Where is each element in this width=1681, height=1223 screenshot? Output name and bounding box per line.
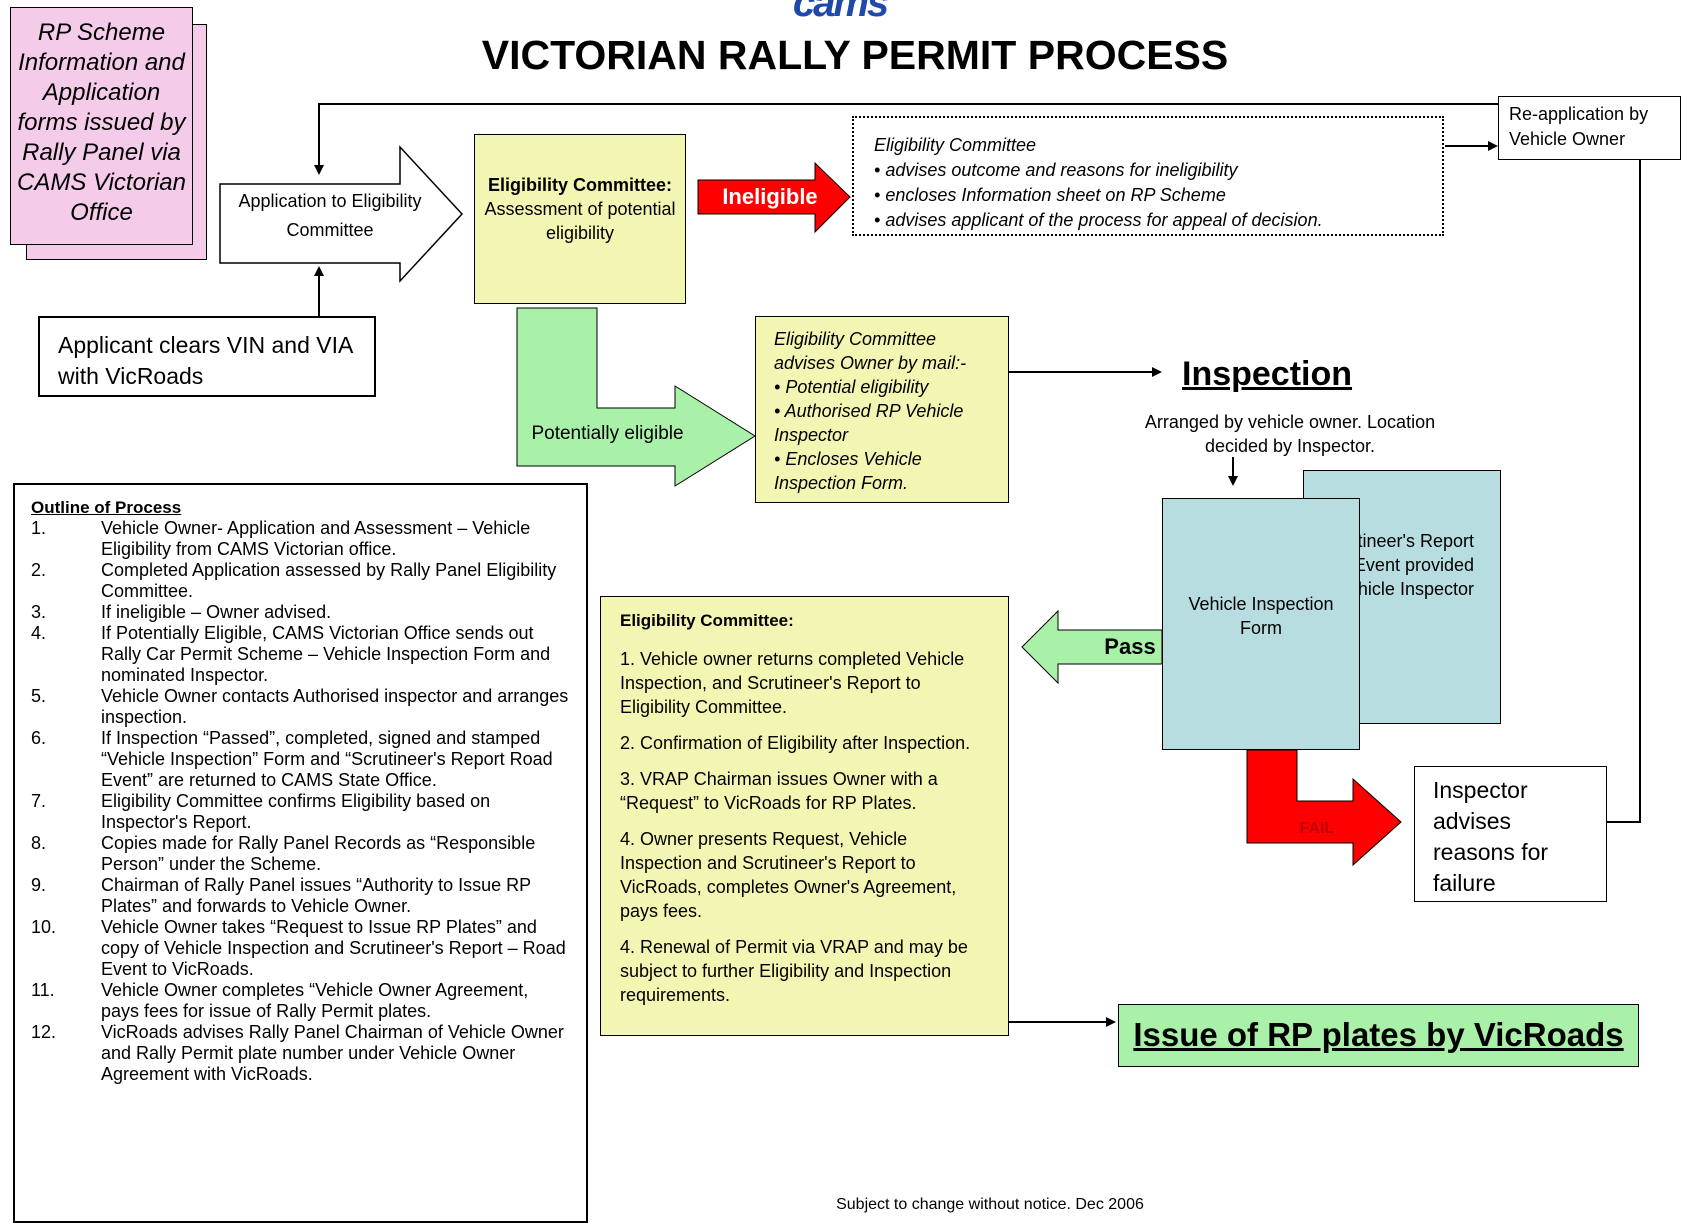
- final-step: 3. VRAP Chairman issues Owner with a “Re…: [620, 769, 938, 813]
- final-step: 1. Vehicle owner returns completed Vehic…: [620, 649, 965, 717]
- owner-mail-bullet: • Encloses Vehicle Inspection Form.: [774, 449, 922, 493]
- outline-step: 4.If Potentially Eligible, CAMS Victoria…: [31, 623, 551, 685]
- ineligible-label: Ineligible: [722, 184, 818, 209]
- reapplication-loop-line: [314, 103, 1498, 175]
- assessment-heading: Eligibility Committee:: [487, 175, 673, 195]
- final-step: 4. Renewal of Permit via VRAP and may be…: [620, 937, 968, 1005]
- ineligible-advice-heading: Eligibility Committee: [874, 135, 1037, 155]
- reapplication-box: Re-application by Vehicle Owner: [1498, 96, 1681, 160]
- final-step: 2. Confirmation of Eligibility after Ins…: [620, 733, 971, 753]
- inspection-title: Inspection: [1182, 355, 1353, 393]
- ineligible-advice-bullet: • advises applicant of the process for a…: [874, 210, 1323, 230]
- application-label: Application to Eligibility Committee: [238, 191, 422, 240]
- ineligible-advice-bullet: • encloses Information sheet on RP Schem…: [874, 185, 1226, 205]
- final-steps-box: Eligibility Committee: 1. Vehicle owner …: [600, 596, 1009, 1036]
- outline-step: 12.VicRoads advises Rally Panel Chairman…: [31, 1022, 564, 1084]
- outline-heading: Outline of Process: [31, 498, 182, 517]
- outline-step: 8.Copies made for Rally Panel Records as…: [31, 833, 536, 874]
- outline-step: 7.Eligibility Committee confirms Eligibi…: [31, 791, 491, 832]
- applicant-clears-box: Applicant clears VIN and VIA with VicRoa…: [38, 316, 376, 397]
- ineligible-advice-bullet: • advises outcome and reasons for inelig…: [874, 160, 1238, 180]
- outline-step: 3.If ineligible – Owner advised.: [31, 602, 332, 622]
- page-title: VICTORIAN RALLY PERMIT PROCESS: [481, 32, 1229, 78]
- pass-arrow-shape: [1021, 609, 1163, 685]
- outline-step: 1.Vehicle Owner- Application and Assessm…: [31, 518, 531, 559]
- fail-label: FAIL: [1299, 820, 1335, 837]
- outline-of-process-box: Outline of Process 1.Vehicle Owner- Appl…: [13, 483, 588, 1223]
- outline-steps: 1.Vehicle Owner- Application and Assessm…: [31, 518, 570, 1085]
- owner-mail-bullet: • Potential eligibility: [774, 377, 929, 397]
- owner-mail-heading: Eligibility Committee advises Owner by m…: [774, 329, 967, 373]
- application-arrow-shape: [219, 145, 464, 283]
- pass-label: Pass: [1104, 634, 1156, 659]
- outline-step: 11.Vehicle Owner completes “Vehicle Owne…: [31, 980, 529, 1021]
- cams-logo: cams: [792, 0, 889, 25]
- outline-step: 5.Vehicle Owner contacts Authorised insp…: [31, 686, 569, 727]
- issue-plates-box: Issue of RP plates by VicRoads: [1118, 1004, 1639, 1067]
- fail-arrow-shape: [1246, 749, 1402, 867]
- inspection-note: Arranged by vehicle owner. Location deci…: [1144, 412, 1436, 456]
- footer-note: Subject to change without notice. Dec 20…: [836, 1196, 1144, 1213]
- ineligible-arrow-shape: [697, 161, 851, 234]
- final-step: 4. Owner presents Request, Vehicle Inspe…: [620, 829, 957, 921]
- potentially-eligible-label: Potentially eligible: [531, 423, 684, 444]
- outline-step: 2.Completed Application assessed by Rall…: [31, 560, 557, 601]
- owner-mail-box: Eligibility Committee advises Owner by m…: [755, 316, 1009, 503]
- ineligible-advice-box: Eligibility Committee • advises outcome …: [852, 116, 1444, 236]
- owner-mail-bullet: • Authorised RP Vehicle Inspector: [774, 401, 964, 445]
- failure-to-reapplication-line: [1607, 160, 1641, 823]
- final-steps-heading: Eligibility Committee:: [620, 611, 794, 630]
- vehicle-inspection-form-box: Vehicle Inspection Form: [1162, 498, 1360, 750]
- outline-step: 10.Vehicle Owner takes “Request to Issue…: [31, 917, 566, 979]
- eligibility-assessment-box: Eligibility Committee: Assessment of pot…: [474, 134, 686, 304]
- assessment-body: Assessment of potential eligibility: [484, 199, 676, 243]
- potentially-eligible-arrow-shape: [516, 307, 756, 487]
- scheme-info-box: RP Scheme Information and Application fo…: [10, 7, 193, 245]
- failure-advice-box: Inspector advises reasons for failure: [1414, 766, 1607, 902]
- outline-step: 6.If Inspection “Passed”, completed, sig…: [31, 728, 553, 790]
- outline-step: 9.Chairman of Rally Panel issues “Author…: [31, 875, 531, 916]
